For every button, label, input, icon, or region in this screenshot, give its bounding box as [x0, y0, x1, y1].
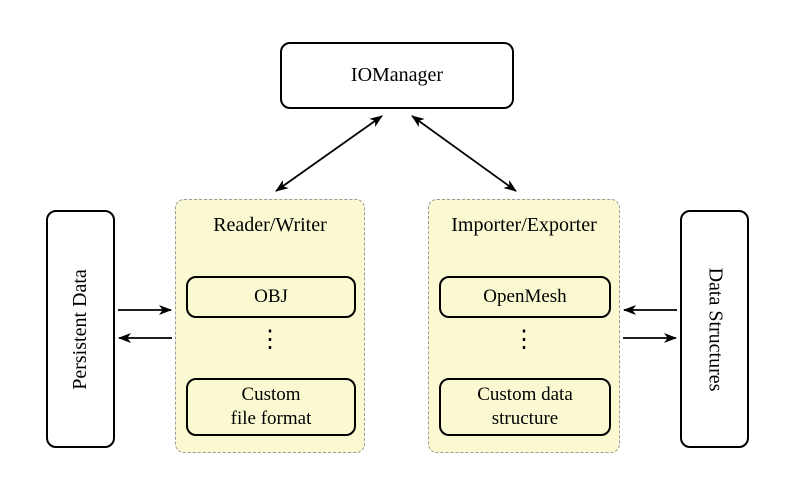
- persistent-data-label: Persistent Data: [69, 268, 91, 390]
- edge-iomanager-importerexporter: [411, 115, 517, 192]
- custom-data-structure-node: Custom data structure: [439, 378, 611, 436]
- edge-iomanager-readerwriter: [275, 115, 383, 192]
- reader-writer-ellipsis: ⋮: [258, 327, 282, 353]
- data-structures-label: Data Structures: [704, 267, 727, 391]
- iomanager-node: IOManager: [280, 42, 514, 109]
- importer-exporter-group: Importer/Exporter OpenMesh ⋮ Custom data…: [428, 199, 620, 453]
- data-structures-node: Data Structures: [680, 210, 749, 448]
- openmesh-node: OpenMesh: [439, 276, 611, 318]
- persistent-data-node: Persistent Data: [46, 210, 115, 448]
- reader-writer-group: Reader/Writer OBJ ⋮ Custom file format: [175, 199, 365, 453]
- reader-writer-title: Reader/Writer: [213, 214, 327, 236]
- importer-exporter-title: Importer/Exporter: [451, 214, 597, 236]
- obj-node: OBJ: [186, 276, 356, 318]
- importer-exporter-ellipsis: ⋮: [512, 327, 536, 353]
- iomanager-label: IOManager: [350, 64, 444, 86]
- custom-file-format-node: Custom file format: [186, 378, 356, 436]
